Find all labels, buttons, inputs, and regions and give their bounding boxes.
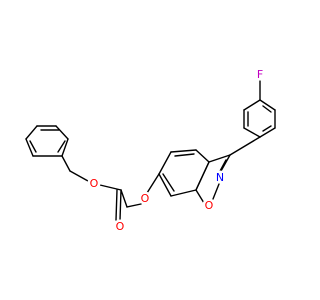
chain-bond-26 [126, 203, 142, 208]
benzo-bond-22 [195, 149, 210, 163]
fluorophenyl-bond-8 [262, 125, 272, 132]
carbonyl-oxygen-atom: O [113, 219, 127, 233]
benzo-bond-21 [170, 149, 197, 153]
structure-canvas: F N O O O O [25, 67, 276, 233]
ring-nitrogen-atom: N [213, 170, 227, 184]
chemical-structure-diagram: F N O O O O [25, 67, 276, 233]
benzyl-bond-32 [61, 155, 71, 172]
isoxazole-bond-15 [208, 154, 231, 163]
atom-labels-layer: F N O O O O [87, 67, 267, 233]
ring-oxygen-atom: O [202, 198, 216, 212]
carbonyl-oxygen-label: O [116, 220, 125, 233]
chain-bond-31 [69, 170, 89, 182]
fluorophenyl-bond-1 [259, 99, 276, 111]
ether-oxygen-atom: O [138, 191, 152, 205]
benzo-bond-23 [162, 173, 175, 192]
chain-bond-29 [115, 189, 118, 221]
benzyl-bond-40 [29, 140, 37, 153]
benzo-bond-18 [170, 189, 197, 197]
benzo-bond-20 [158, 151, 172, 175]
aryl-link-bond-10 [229, 136, 261, 156]
ring-oxygen-label: O [205, 199, 214, 212]
isoxazole-bond-12 [212, 183, 220, 200]
fluorophenyl-bond-3 [259, 127, 276, 138]
ether-oxygen-label: O [141, 192, 150, 205]
benzyl-bond-37 [25, 138, 34, 157]
chain-bond-28 [119, 189, 122, 221]
fluorine-atom: F [253, 67, 267, 81]
ester-oxygen-atom: O [87, 176, 101, 190]
ether-link-bond-25 [146, 173, 160, 194]
benzyl-bond-41 [57, 140, 66, 153]
fluorine-label: F [257, 68, 263, 81]
bonds-layer [25, 80, 276, 221]
benzo-bond-24 [174, 153, 195, 157]
isoxazole-bond-11 [220, 154, 231, 172]
benzo-bond-17 [195, 161, 210, 191]
chain-bond-30 [99, 184, 122, 191]
ester-oxygen-label: O [90, 177, 99, 190]
fluorophenyl-bond-7 [262, 105, 272, 113]
fluorophenyl-bond-6 [243, 99, 261, 111]
benzyl-bond-34 [55, 125, 69, 140]
benzo-bond-19 [158, 173, 172, 197]
ring-nitrogen-label: N [216, 171, 224, 184]
benzyl-bond-33 [61, 138, 69, 157]
benzyl-bond-36 [25, 125, 38, 140]
isoxazole-bond-13 [195, 189, 205, 204]
fluorophenyl-bond-4 [243, 127, 261, 138]
chain-bond-27 [120, 189, 128, 208]
